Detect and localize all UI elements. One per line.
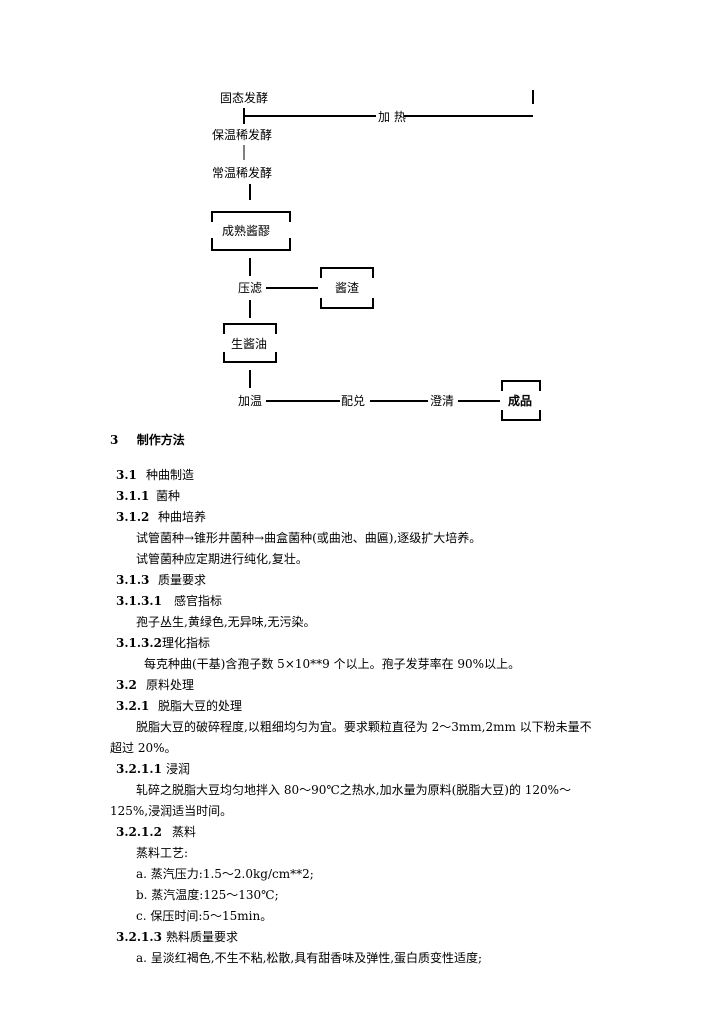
box-product-top	[501, 380, 541, 391]
section-heading-3-2-1-2: 3.2.1.2 蒸料	[116, 825, 196, 839]
paragraph-text: a. 蒸汽压力:1.5～2.0kg/cm**2;	[136, 867, 314, 881]
body-line: b. 蒸汽温度:125～130℃;	[136, 888, 279, 902]
section-3-heading: 3 制作方法	[110, 433, 185, 447]
section-heading-3-1: 3.1 种曲制造	[116, 468, 194, 482]
node-product: 成品	[508, 394, 533, 408]
section-title: 原料处理	[146, 678, 195, 692]
section-number: 3.1.2	[116, 510, 150, 524]
section-3-title: 制作方法	[136, 433, 185, 447]
node-warm-dilute: 保温稀发酵	[212, 128, 273, 142]
box-mature-bottom	[211, 238, 291, 251]
section-number: 3.1	[116, 468, 137, 482]
box-residue-bottom	[320, 298, 374, 309]
section-title: 菌种	[156, 489, 181, 503]
paragraph-text: c. 保压时间:5～15min。	[136, 909, 273, 923]
body-line: 试管菌种→锥形井菌种→曲盒菌种(或曲池、曲匾),逐级扩大培养。	[136, 531, 481, 545]
paragraph-text: 轧碎之脱脂大豆均匀地拌入 80～90℃之热水,加水量为原料(脱脂大豆)的 120…	[136, 783, 572, 797]
paragraph-text: 脱脂大豆的破碎程度,以粗细均匀为宜。要求颗粒直径为 2～3mm,2mm 以下粉未…	[136, 720, 592, 734]
section-heading-3-2: 3.2 原料处理	[116, 678, 194, 692]
section-title: 理化指标	[162, 636, 211, 650]
section-number: 3.2.1.3	[116, 930, 162, 944]
section-number: 3.2.1	[116, 699, 150, 713]
body-line: 每克种曲(干基)含孢子数 5×10**9 个以上。孢子发芽率在 90%以上。	[144, 657, 520, 671]
paragraph-text: 试管菌种应定期进行纯化,复壮。	[136, 552, 308, 566]
paragraph-text: 超过 20%。	[110, 741, 177, 755]
label-heat: 加 热	[378, 110, 406, 124]
node-raw-sauce: 生酱油	[231, 337, 268, 351]
node-solid-ferment: 固态发酵	[220, 91, 269, 105]
body-line: 超过 20%。	[110, 741, 177, 755]
body-line: 脱脂大豆的破碎程度,以粗细均匀为宜。要求颗粒直径为 2～3mm,2mm 以下粉未…	[136, 720, 592, 734]
body-line: 125%,浸润适当时间。	[110, 804, 232, 818]
paragraph-text: 孢子丛生,黄绿色,无异味,无污染。	[136, 615, 316, 629]
section-3-number: 3	[110, 433, 119, 447]
box-product-bottom	[501, 410, 541, 421]
section-heading-3-2-1-3: 3.2.1.3 熟料质量要求	[116, 930, 238, 944]
section-number: 3.1.3.2	[116, 636, 162, 650]
node-normal-dilute: 常温稀发酵	[212, 166, 273, 180]
paragraph-text: 试管菌种→锥形井菌种→曲盒菌种(或曲池、曲匾),逐级扩大培养。	[136, 531, 482, 545]
section-heading-3-2-1: 3.2.1 脱脂大豆的处理	[116, 699, 242, 713]
process-flow-diagram	[211, 90, 541, 421]
section-title: 浸润	[166, 762, 191, 776]
section-number: 3.2.1.1	[116, 762, 162, 776]
node-mature-mash: 成熟酱醪	[222, 224, 271, 238]
node-blend: 配兑	[341, 394, 366, 408]
box-raw-bottom	[223, 352, 277, 363]
section-heading-3-1-3: 3.1.3 质量要求	[116, 573, 206, 587]
section-heading-3-1-2: 3.1.2 种曲培养	[116, 510, 206, 524]
body-line: c. 保压时间:5～15min。	[136, 909, 272, 923]
section-title: 感官指标	[174, 594, 223, 608]
node-residue: 酱渣	[335, 281, 360, 295]
node-clarify: 澄清	[430, 394, 455, 408]
section-heading-3-1-3-1: 3.1.3.1 感官指标	[116, 594, 222, 608]
section-number: 3.2.1.2	[116, 825, 162, 839]
section-title: 脱脂大豆的处理	[158, 699, 243, 713]
body-line: 孢子丛生,黄绿色,无异味,无污染。	[136, 615, 315, 629]
paragraph-text: 125%,浸润适当时间。	[110, 804, 233, 818]
box-raw-top	[223, 323, 277, 334]
paragraph-text: a. 呈淡红褐色,不生不粘,松散,具有甜香味及弹性,蛋白质变性适度;	[136, 951, 483, 965]
body-line: 试管菌种应定期进行纯化,复壮。	[136, 552, 308, 566]
paragraph-text: 每克种曲(干基)含孢子数 5×10**9 个以上。孢子发芽率在 90%以上。	[144, 657, 521, 671]
section-title: 种曲制造	[146, 468, 195, 482]
section-title: 种曲培养	[158, 510, 207, 524]
paragraph-text: b. 蒸汽温度:125～130℃;	[136, 888, 279, 902]
section-heading-3-1-3-2: 3.1.3.2理化指标	[116, 636, 210, 650]
section-heading-3-1-1: 3.1.1 菌种	[116, 489, 180, 503]
section-number: 3.1.3.1	[116, 594, 162, 608]
section-number: 3.1.1	[116, 489, 150, 503]
paragraph-text: 蒸料工艺:	[136, 846, 189, 860]
section-number: 3.2	[116, 678, 137, 692]
body-line: 轧碎之脱脂大豆均匀地拌入 80～90℃之热水,加水量为原料(脱脂大豆)的 120…	[136, 783, 571, 797]
section-title: 蒸料	[172, 825, 197, 839]
node-press: 压滤	[238, 281, 263, 295]
box-residue-top	[320, 267, 374, 278]
body-line: a. 呈淡红褐色,不生不粘,松散,具有甜香味及弹性,蛋白质变性适度;	[136, 951, 482, 965]
section-title: 熟料质量要求	[166, 930, 239, 944]
node-heating: 加温	[238, 394, 263, 408]
box-mature-top	[211, 211, 291, 222]
body-line: 蒸料工艺:	[136, 846, 188, 860]
body-line: a. 蒸汽压力:1.5～2.0kg/cm**2;	[136, 867, 314, 881]
section-title: 质量要求	[158, 573, 207, 587]
section-number: 3.1.3	[116, 573, 150, 587]
section-heading-3-2-1-1: 3.2.1.1 浸润	[116, 762, 190, 776]
